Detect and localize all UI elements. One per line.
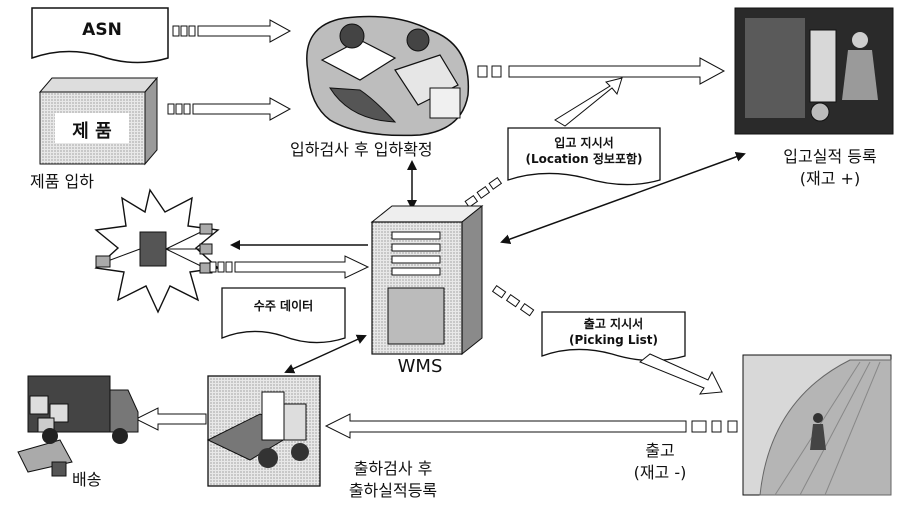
wms-server-icon: [370, 204, 484, 356]
wms-label: WMS: [397, 356, 443, 377]
shipment-arrow: [324, 413, 738, 439]
delivery-label: 배송: [72, 470, 102, 489]
delivery-arrow: [134, 407, 207, 431]
picking-arrow: [639, 353, 723, 395]
receipt-registration-label: 입고실적 등록 (재고 +): [760, 146, 900, 190]
asn-arrow: [172, 19, 292, 43]
shipment-title: 출고: [645, 441, 675, 460]
wms-outbound-arrow: [284, 334, 367, 374]
picking-order-text: 출고 지시서 (Picking List): [542, 316, 685, 348]
shipping-photo: [742, 354, 892, 496]
inbound-arrow: [477, 57, 726, 85]
product-box-icon: [38, 76, 159, 166]
putaway-branch-arrow: [554, 77, 623, 127]
inspection-confirm-label: 입하검사 후 입하확정: [290, 140, 433, 159]
outbound-inspection-registration: 출하실적등록: [348, 481, 438, 500]
outbound-inspection-title: 출하검사 후: [353, 459, 433, 478]
order-data-document: [221, 287, 346, 344]
product-receiving-label: 제품 입하: [30, 172, 94, 191]
wms-receipt-arrow: [500, 152, 746, 244]
outbound-inspection-label: 출하검사 후 출하실적등록: [318, 458, 468, 502]
wms-putaway-dashes: [464, 176, 503, 208]
order-data-arrow: [209, 255, 370, 279]
shipment-stock: (재고 -): [633, 463, 687, 482]
asn-document-shape: [31, 7, 169, 64]
delivery-truck-clipart: [17, 375, 139, 477]
putaway-order-title: 입고 지시서: [554, 136, 614, 150]
receiving-photo: [734, 7, 894, 135]
wms-picking-dashes: [491, 284, 535, 317]
asn-label: ASN: [82, 20, 122, 40]
receipt-registration-stock: (재고 +): [799, 169, 861, 188]
putaway-order-subtitle: (Location 정보포함): [525, 152, 643, 166]
shipment-label: 출고 (재고 -): [600, 440, 720, 484]
picking-order-subtitle: (Picking List): [568, 333, 659, 347]
putaway-order-text: 입고 지시서 (Location 정보포함): [508, 135, 660, 167]
receipt-registration-title: 입고실적 등록: [783, 147, 877, 166]
picking-order-document: [541, 311, 686, 362]
order-data-text: 수주 데이터: [253, 299, 314, 313]
picking-order-title: 출고 지시서: [583, 317, 644, 331]
order-network-clipart: [94, 188, 220, 314]
inspection-workers-clipart: [306, 15, 470, 137]
product-box-label: 제 품: [72, 121, 112, 142]
forklift-clipart: [206, 375, 321, 487]
product-arrow: [167, 97, 292, 121]
